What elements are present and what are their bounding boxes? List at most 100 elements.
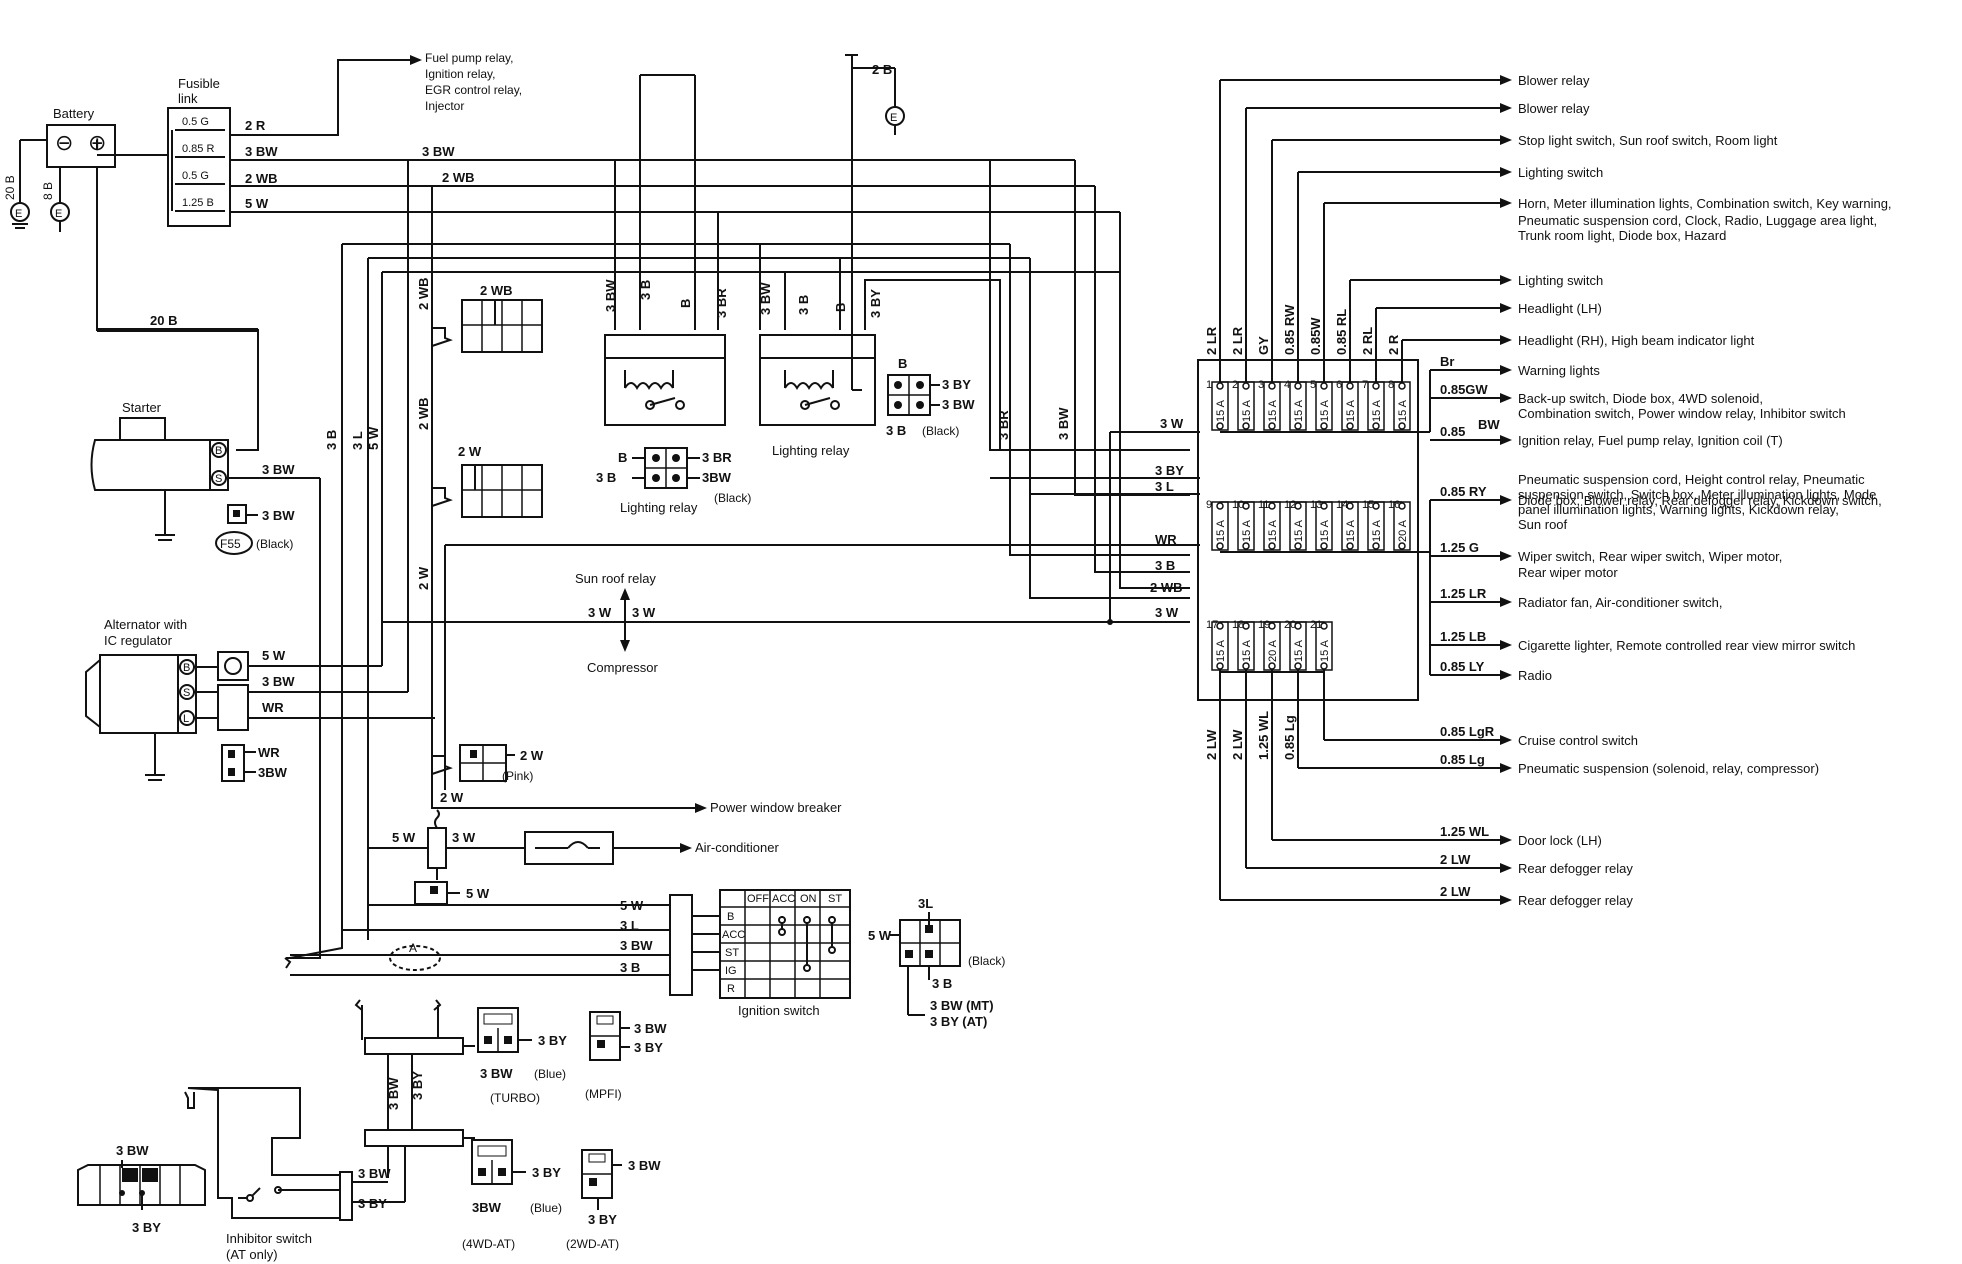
- inhibitor-switch: 3 BW 3 BY Inhibitor switch (AT only): [184, 1087, 405, 1262]
- svg-text:2 WB: 2 WB: [245, 171, 278, 186]
- fuse: 15 A14: [1336, 499, 1359, 551]
- svg-text:5 W: 5 W: [868, 928, 892, 943]
- battery-grounds: 20 B E 8 B E: [3, 139, 70, 232]
- top-wire-label: 2 LR: [1230, 326, 1245, 355]
- svg-text:3 BY: 3 BY: [1155, 463, 1184, 478]
- alternator-connector: WR 3BW: [221, 744, 288, 782]
- fuse-rating: 15 A: [1319, 639, 1331, 662]
- top-wire-label: 2 LR: [1204, 326, 1219, 355]
- svg-text:3 BW: 3 BW: [758, 282, 773, 315]
- fuse: 15 A12: [1284, 499, 1307, 551]
- harness-block: 3 BW 3 BY: [354, 999, 475, 1202]
- svg-text:Ignition switch: Ignition switch: [738, 1003, 820, 1018]
- output-wire-label: 1.25 WL: [1440, 824, 1489, 839]
- fuse-number: 13: [1310, 499, 1322, 511]
- 4wd-at-connector: 3 BY 3BW (Blue) (4WD-AT): [462, 1139, 562, 1251]
- output-wire-label: 2 LW: [1440, 852, 1471, 867]
- fuse: 15 A7: [1362, 379, 1385, 431]
- svg-text:5 W: 5 W: [245, 196, 269, 211]
- svg-text:(MPFI): (MPFI): [585, 1087, 622, 1101]
- svg-text:3BW: 3BW: [702, 470, 732, 485]
- svg-text:3 B: 3 B: [932, 976, 952, 991]
- fuse-number: 7: [1362, 379, 1368, 391]
- fuse-number: 2: [1232, 379, 1238, 391]
- output-label: Rear defogger relay: [1518, 893, 1633, 908]
- sun-roof-relay: Sun roof relay 3 W 3 W Compressor: [382, 571, 1190, 675]
- output-line: Horn, Meter illumination lights, Combina…: [1324, 196, 1892, 211]
- svg-text:(2WD-AT): (2WD-AT): [566, 1237, 619, 1251]
- fuse: 15 A5: [1310, 379, 1333, 431]
- top-wire-label: 0.85 RW: [1282, 304, 1297, 355]
- svg-text:3 BY: 3 BY: [538, 1033, 567, 1048]
- svg-text:3 B: 3 B: [620, 960, 640, 975]
- output-label: Horn, Meter illumination lights, Combina…: [1518, 196, 1892, 211]
- svg-text:L: L: [183, 713, 189, 725]
- svg-text:ST: ST: [828, 893, 842, 905]
- svg-text:3 W: 3 W: [632, 605, 656, 620]
- svg-text:R: R: [727, 983, 735, 995]
- output-label: Door lock (LH): [1518, 833, 1602, 848]
- mpfi-connector: 3 BW 3 BY (MPFI): [585, 1011, 667, 1101]
- svg-text:3 BY: 3 BY: [132, 1220, 161, 1235]
- fuse-rating: 15 A: [1267, 399, 1279, 422]
- output-descriptions: Pneumatic suspension cord, Clock, Radio,…: [1478, 213, 1877, 580]
- bottom-wire-label: 2 LW: [1204, 729, 1219, 760]
- output-line: Ignition relay, Fuel pump relay, Ignitio…: [1430, 424, 1783, 448]
- top-wire-label: 0.85 RL: [1334, 309, 1349, 355]
- svg-text:2 WB: 2 WB: [442, 170, 475, 185]
- svg-text:3 L: 3 L: [1155, 479, 1174, 494]
- fuse-number: 14: [1336, 499, 1348, 511]
- battery-label: Battery: [53, 106, 95, 121]
- svg-text:2 W: 2 W: [520, 748, 544, 763]
- svg-text:2 W: 2 W: [416, 566, 431, 590]
- output-label: Radio: [1518, 668, 1552, 683]
- fusible-link-label-2: link: [178, 91, 198, 106]
- fuse: 15 A3: [1258, 379, 1281, 431]
- power-window-breaker: 2 W (Pink) 2 W Power window breaker: [431, 744, 842, 815]
- output-label: Diode box, Blower relay, Rear defogger r…: [1518, 493, 1882, 508]
- svg-text:3 BY: 3 BY: [634, 1040, 663, 1055]
- output-label: Pneumatic suspension (solenoid, relay, c…: [1518, 761, 1819, 776]
- svg-text:B: B: [215, 445, 222, 457]
- battery-negative-icon: ⊖: [55, 130, 73, 155]
- output-line: Headlight (LH): [1376, 301, 1602, 316]
- fuse-rating: 15 A: [1293, 639, 1305, 662]
- output-label: Blower relay: [1518, 101, 1590, 116]
- output-wire-label: 1.25 LR: [1440, 586, 1487, 601]
- svg-text:WR: WR: [262, 700, 284, 715]
- fuse-rating: 15 A: [1215, 639, 1227, 662]
- svg-text:Compressor: Compressor: [587, 660, 658, 675]
- svg-text:2 WB: 2 WB: [480, 283, 513, 298]
- output-wire-label: 0.85: [1440, 424, 1465, 439]
- svg-text:B: B: [727, 911, 734, 923]
- svg-text:panel illumination lights, War: panel illumination lights, Warning light…: [1518, 502, 1839, 517]
- bottom-wire-label: 1.25 WL: [1256, 711, 1271, 760]
- svg-text:Lighting relay: Lighting relay: [772, 443, 850, 458]
- ground-2b: 2 B E: [845, 54, 905, 390]
- fuse-number: 4: [1284, 379, 1290, 391]
- svg-text:(4WD-AT): (4WD-AT): [462, 1237, 515, 1251]
- svg-text:3 BY: 3 BY: [532, 1165, 561, 1180]
- connector-2w: 2 W: [431, 444, 543, 518]
- svg-text:Power window breaker: Power window breaker: [710, 800, 842, 815]
- svg-text:B: B: [898, 356, 907, 371]
- fuse: 15 A10: [1232, 499, 1255, 551]
- battery: Battery ⊖ ⊕: [46, 106, 170, 190]
- fuse-rating: 15 A: [1241, 519, 1253, 542]
- svg-text:(TURBO): (TURBO): [490, 1091, 540, 1105]
- fuse-rating: 15 A: [1215, 519, 1227, 542]
- fuse-rating: 15 A: [1293, 519, 1305, 542]
- wire-8b-label: 8 B: [41, 182, 55, 200]
- svg-text:3 BW: 3 BW: [628, 1158, 661, 1173]
- svg-text:Sun roof: Sun roof: [1518, 517, 1568, 532]
- fuse-rating: 15 A: [1371, 519, 1383, 542]
- output-line: Blower relay: [1246, 101, 1590, 116]
- output-label: Headlight (RH), High beam indicator ligh…: [1518, 333, 1755, 348]
- air-conditioner: 5 W 3 W Air-conditioner: [368, 809, 779, 880]
- svg-text:ACC: ACC: [772, 893, 795, 905]
- inhibitor-connector: 3 BW 3 BY: [77, 1143, 206, 1235]
- output-line: Radiator fan, Air-conditioner switch,1.2…: [1430, 586, 1722, 610]
